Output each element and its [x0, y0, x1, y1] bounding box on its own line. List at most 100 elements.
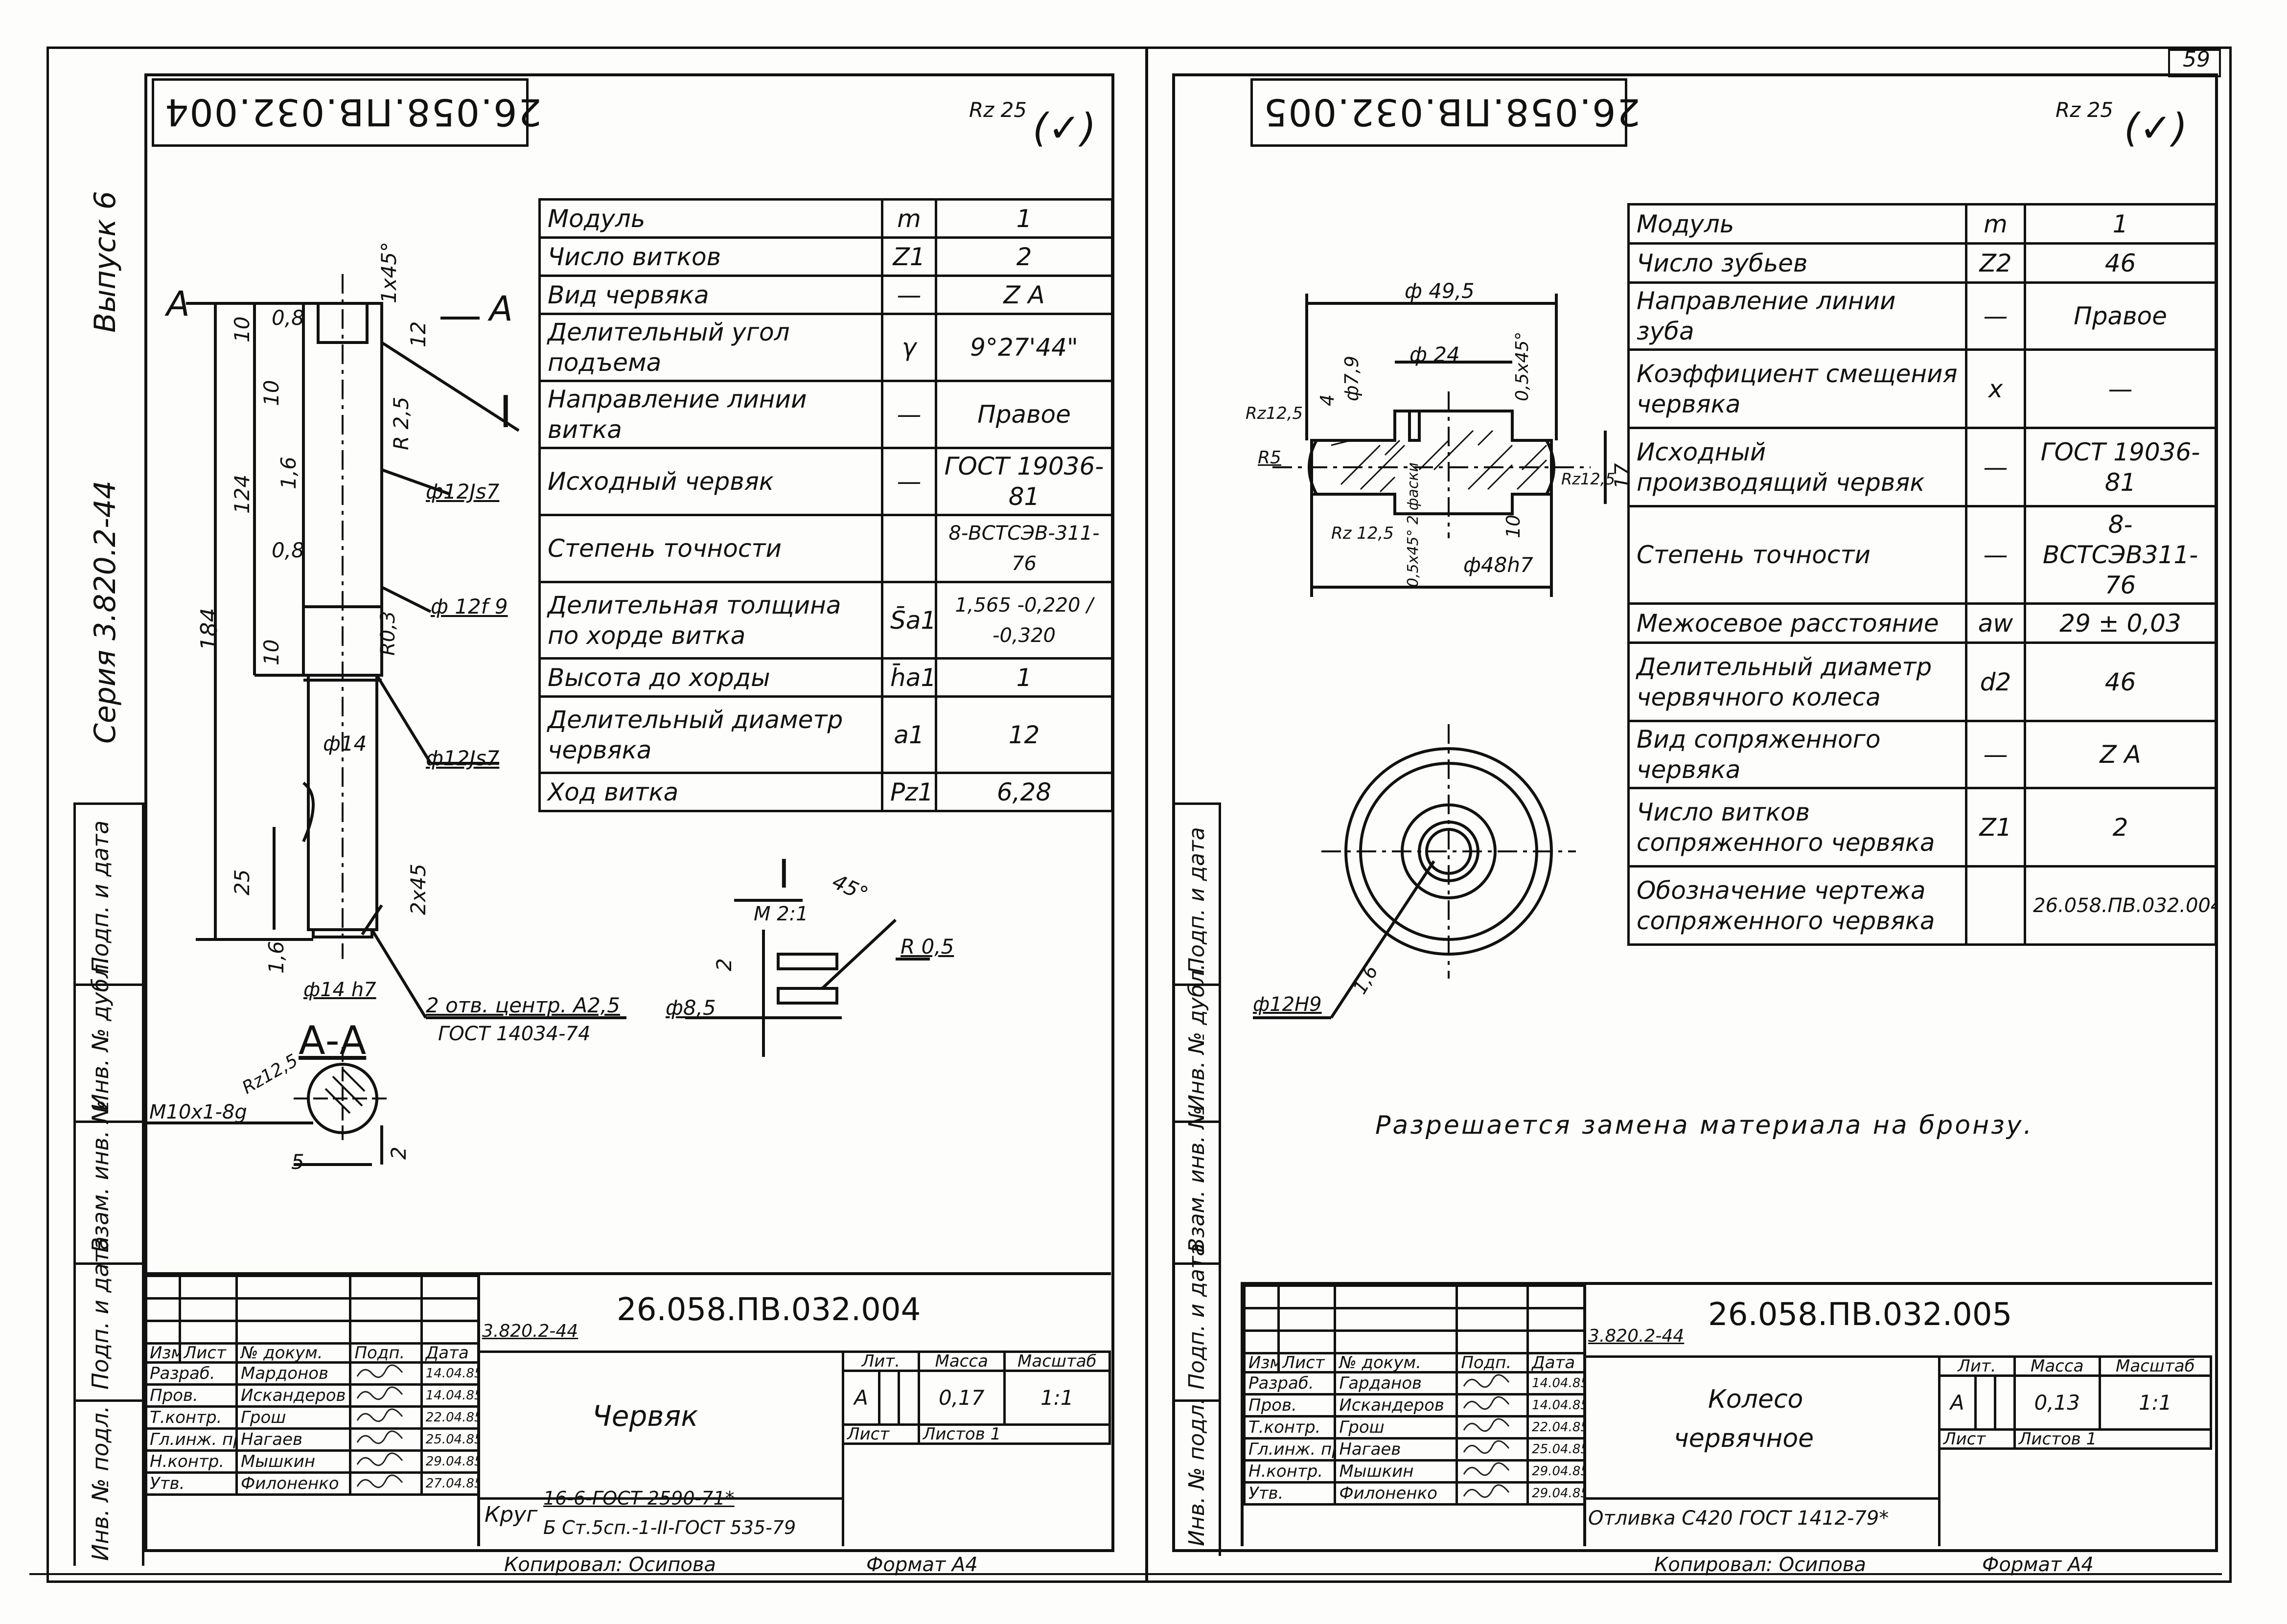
- title-code-left: 26.058.ПВ.032.004: [617, 1292, 921, 1328]
- param-name: Число витков: [538, 236, 883, 277]
- signature: [1455, 1415, 1529, 1440]
- signer-name: Мышкин: [1334, 1459, 1458, 1484]
- signature: [349, 1361, 423, 1386]
- param-value: ГОСТ 19036-81: [935, 447, 1113, 516]
- param-row: Вид червяка—Z A: [538, 274, 1113, 315]
- left-inner-frame: [144, 73, 1114, 1552]
- section-mark-a-left: А: [166, 284, 190, 324]
- signer-role: Гл.инж. проекта: [144, 1427, 238, 1452]
- param-value: 1: [2024, 203, 2217, 245]
- material-note: Разрешается замена материала на бронзу.: [1375, 1111, 2034, 1140]
- signature: [1455, 1437, 1529, 1462]
- param-name: Степень точности: [538, 514, 883, 583]
- param-name: Вид червяка: [538, 274, 883, 315]
- param-row: Степень точности 8-ВСТСЭВ-311-76: [538, 514, 1113, 583]
- material-prefix-left: Круг: [485, 1502, 538, 1527]
- sign-date: 14.04.85: [1526, 1371, 1586, 1395]
- section-a-a-title: А-А: [299, 1018, 367, 1063]
- sign-date: 22.04.85: [420, 1405, 480, 1430]
- dim-0-8-a: 0,8: [272, 306, 304, 330]
- signer-role: Гл.инж. проекта: [1243, 1437, 1337, 1462]
- param-sym: h̄a1: [881, 657, 937, 698]
- param-name: Коэффициент смещения червяка: [1627, 348, 1967, 429]
- material-right: Отливка С420 ГОСТ 1412-79*: [1588, 1507, 1889, 1530]
- param-sym: —: [1965, 427, 2026, 507]
- param-sym: d2: [1965, 641, 2026, 722]
- dim-0-8-b: 0,8: [272, 538, 304, 562]
- dim-phi49-5: ф 49,5: [1405, 279, 1475, 303]
- param-value: 46: [2024, 641, 2217, 722]
- signer-name: Гарданов: [1334, 1371, 1458, 1395]
- dim-rz12-5-c: Rz 12,5: [1331, 524, 1394, 543]
- param-row: Исходный червяк—ГОСТ 19036-81: [538, 447, 1113, 516]
- signature-row: Н.контр.Мышкин 29.04.85: [1243, 1459, 1586, 1484]
- dim-5: 5: [291, 1150, 304, 1174]
- param-name: Исходный червяк: [538, 447, 883, 516]
- dim-phi12js7: ф12Js7: [426, 480, 500, 503]
- surface-mark-left-rest: (✓): [1033, 105, 1096, 151]
- param-name: Число витков сопряженного червяка: [1627, 787, 1967, 868]
- detail-scale: М 2:1: [754, 903, 809, 925]
- param-value: 8-ВСТСЭВ311-76: [2024, 505, 2217, 605]
- sheet-number-box: [2168, 49, 2221, 77]
- param-value: Z A: [935, 274, 1113, 315]
- sign-date: 25.04.85: [420, 1427, 480, 1452]
- param-value: 1: [935, 198, 1113, 239]
- sheet-divider: [1145, 46, 1148, 1580]
- param-sym: S̄a1: [881, 581, 937, 660]
- param-name: Делительный диаметр червячного колеса: [1627, 641, 1967, 722]
- dim-phi48h7: ф48h7: [1463, 553, 1533, 577]
- param-value: 8-ВСТСЭВ-311-76: [935, 514, 1113, 583]
- signer-role: Н.контр.: [144, 1449, 238, 1474]
- signer-role: Н.контр.: [1243, 1459, 1337, 1484]
- sheet-number: 59: [2183, 47, 2210, 72]
- param-sym: a1: [881, 695, 937, 774]
- signer-name: Мардонов: [235, 1361, 352, 1386]
- signer-name: Искандеров: [1334, 1393, 1458, 1418]
- param-sym: [881, 514, 937, 583]
- title-name-right-2: червячное: [1674, 1424, 1814, 1453]
- param-name: Межосевое расстояние: [1627, 602, 1967, 644]
- param-value: 2: [2024, 787, 2217, 868]
- signer-name: Искандеров: [235, 1383, 352, 1408]
- signature: [349, 1405, 423, 1430]
- param-sym: —: [1965, 505, 2026, 605]
- sign-date: 29.04.85: [1526, 1459, 1586, 1484]
- sheet-frame: [46, 46, 2232, 1583]
- dim-4: 4: [1317, 394, 1338, 406]
- param-name: Степень точности: [1627, 505, 1967, 605]
- surface-mark-right: Rz 25: [2056, 98, 2114, 122]
- param-sym: —: [881, 447, 937, 516]
- param-sym: —: [881, 380, 937, 449]
- param-row: Направление линии витка—Правое: [538, 380, 1113, 449]
- param-value: 2: [935, 236, 1113, 277]
- material-top-left: 16-6-ГОСТ 2590-71*: [543, 1487, 735, 1509]
- dim-r5: R5: [1258, 448, 1281, 468]
- param-sym: —: [1965, 281, 2026, 351]
- signer-name: Нагаев: [235, 1427, 352, 1452]
- copied-by-left: Копировал: Осипова: [504, 1554, 716, 1576]
- dim-phi14: ф14: [323, 732, 367, 755]
- dim-chamfer-2: 0,5x45° 2 фаски: [1405, 462, 1422, 587]
- param-sym: m: [1965, 203, 2026, 245]
- param-row: Направление линии зуба—Правое: [1627, 281, 2217, 351]
- param-name: Модуль: [538, 198, 883, 239]
- dim-phi7-9: ф7,9: [1341, 356, 1363, 401]
- param-name: Делительная толщина по хорде витка: [538, 581, 883, 660]
